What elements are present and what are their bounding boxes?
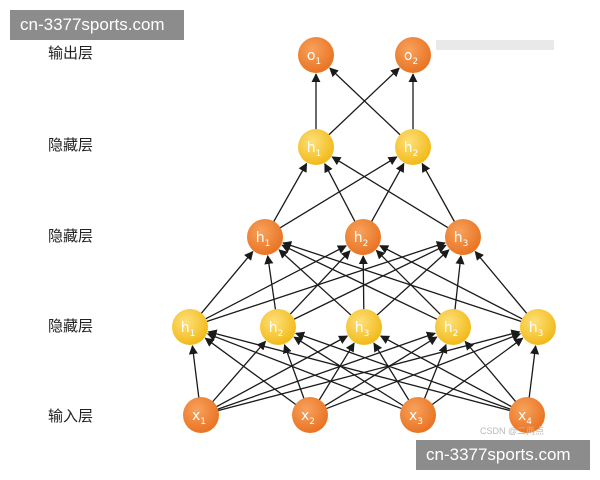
connection-arrow bbox=[375, 249, 450, 317]
connection-arrow bbox=[278, 156, 398, 230]
neuron-node: h2 bbox=[260, 309, 296, 345]
connection-arrow bbox=[379, 335, 514, 408]
decorative-bar bbox=[436, 40, 554, 50]
connection-arrow bbox=[375, 249, 443, 317]
watermark-bottom: cn-3377sports.com bbox=[416, 440, 590, 470]
neuron-circle bbox=[395, 37, 431, 73]
connection-arrow bbox=[272, 162, 308, 224]
neuron-circle bbox=[345, 219, 381, 255]
neuron-circle bbox=[346, 309, 382, 345]
connection-arrow bbox=[283, 344, 306, 401]
neuron-node: x4 bbox=[509, 397, 545, 433]
layer-label-output: 输出层 bbox=[48, 44, 94, 62]
layer-label-hidden-3: 隐藏层 bbox=[48, 136, 94, 154]
connection-arrow bbox=[464, 340, 518, 404]
neuron-node: h2 bbox=[395, 129, 431, 165]
connection-arrow bbox=[295, 331, 513, 411]
neuron-circle bbox=[509, 397, 545, 433]
neuron-circle bbox=[298, 37, 334, 73]
connection-arrow bbox=[324, 162, 357, 224]
neuron-label: x4 bbox=[518, 408, 532, 427]
neuron-node: x1 bbox=[183, 397, 219, 433]
neuron-circle bbox=[247, 219, 283, 255]
connection-arrow bbox=[207, 329, 512, 412]
connection-arrow bbox=[264, 254, 277, 312]
neuron-label: x1 bbox=[192, 408, 206, 427]
neuron-label: h3 bbox=[355, 320, 370, 339]
connection-arrow bbox=[323, 336, 438, 408]
connection-arrow bbox=[282, 241, 524, 323]
neuron-node: h3 bbox=[445, 219, 481, 255]
watermark-top: cn-3377sports.com bbox=[10, 10, 184, 40]
connection-arrow bbox=[292, 244, 447, 321]
connection-arrow bbox=[370, 162, 405, 224]
connection-arrow bbox=[204, 337, 298, 407]
connection-arrow bbox=[329, 67, 402, 137]
connection-arrow bbox=[211, 340, 267, 404]
neuron-label: h3 bbox=[529, 320, 544, 339]
neuron-label: h1 bbox=[307, 140, 322, 159]
connection-arrow bbox=[454, 254, 465, 312]
layer-label-hidden-1: 隐藏层 bbox=[48, 317, 94, 335]
neuron-circle bbox=[260, 309, 296, 345]
neuron-node: h1 bbox=[247, 219, 283, 255]
connection-arrow bbox=[379, 245, 525, 321]
connection-arrow bbox=[327, 67, 400, 137]
connection-arrow bbox=[423, 343, 448, 401]
neuron-label: h2 bbox=[269, 320, 284, 339]
connection-arrow bbox=[293, 336, 405, 408]
neuron-circle bbox=[298, 129, 334, 165]
neuron-circle bbox=[172, 309, 208, 345]
layer-label-input: 输入层 bbox=[48, 407, 94, 425]
neuron-label: x3 bbox=[409, 408, 423, 427]
neuron-circle bbox=[520, 309, 556, 345]
neuron-label: h2 bbox=[444, 320, 459, 339]
neuron-node: x2 bbox=[292, 397, 328, 433]
neuron-node: o1 bbox=[298, 37, 334, 73]
neuron-label: h2 bbox=[404, 140, 419, 159]
connection-arrow bbox=[373, 342, 411, 402]
connection-arrow bbox=[474, 250, 529, 316]
connection-arrow bbox=[331, 156, 450, 230]
neuron-circle bbox=[400, 397, 436, 433]
connection-arrow bbox=[324, 332, 522, 410]
neuron-label: h2 bbox=[354, 230, 369, 249]
connection-arrow bbox=[188, 344, 200, 400]
neuron-label: x2 bbox=[301, 408, 315, 427]
neuron-label: h3 bbox=[454, 230, 469, 249]
connection-arrow bbox=[281, 244, 439, 321]
neuron-node: x3 bbox=[400, 397, 436, 433]
connection-arrow bbox=[199, 250, 254, 316]
connection-arrow bbox=[204, 241, 446, 323]
csdn-credit: CSDN @二两点 bbox=[480, 426, 545, 436]
neuron-node: h2 bbox=[345, 219, 381, 255]
neuron-label: h1 bbox=[181, 320, 196, 339]
connection-arrow bbox=[214, 335, 349, 408]
connection-arrow bbox=[203, 245, 347, 321]
connection-arrow bbox=[206, 332, 404, 410]
neuron-circle bbox=[395, 129, 431, 165]
connection-arrow bbox=[317, 342, 355, 402]
neuron-node: h3 bbox=[346, 309, 382, 345]
connection-arrow bbox=[528, 344, 540, 400]
neuron-node: h2 bbox=[435, 309, 471, 345]
neuron-label: h1 bbox=[256, 230, 271, 249]
neuron-circle bbox=[292, 397, 328, 433]
neuron-circle bbox=[445, 219, 481, 255]
neuron-circle bbox=[183, 397, 219, 433]
neuron-node: h1 bbox=[172, 309, 208, 345]
neuron-node: o2 bbox=[395, 37, 431, 73]
neuron-node: h1 bbox=[298, 129, 334, 165]
connection-arrow bbox=[278, 249, 353, 317]
neuron-node: h3 bbox=[520, 309, 556, 345]
layer-label-hidden-2: 隐藏层 bbox=[48, 227, 94, 245]
neuron-label: o1 bbox=[307, 48, 321, 67]
connection-arrow bbox=[421, 162, 456, 224]
neuron-circle bbox=[435, 309, 471, 345]
neuron-label: o2 bbox=[404, 48, 418, 67]
